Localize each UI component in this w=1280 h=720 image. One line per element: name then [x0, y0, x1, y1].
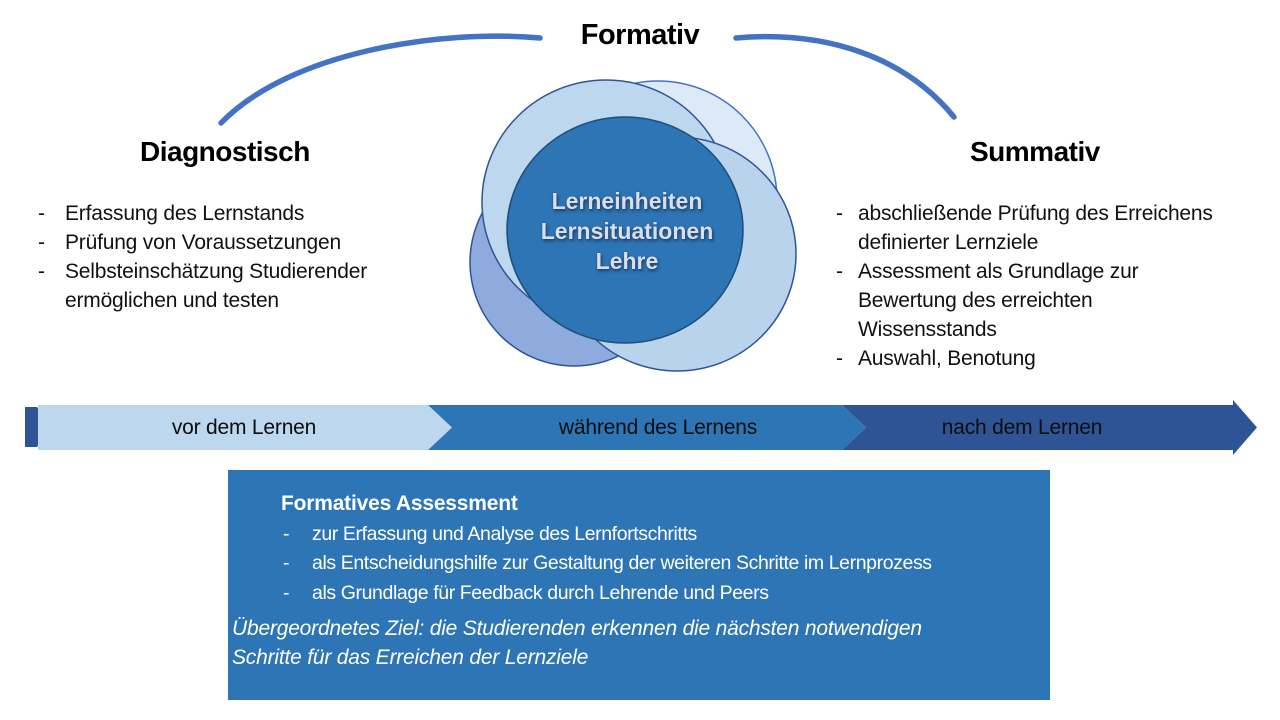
- goal-line: Übergeordnetes Ziel: die Studierenden er…: [232, 617, 922, 640]
- timeline-label-during: während des Lernens: [558, 416, 758, 439]
- bullet-line: zur Erfassung und Analyse des Lernfortsc…: [312, 523, 697, 545]
- list-item: - als Entscheidungshilfe zur Gestaltung …: [283, 549, 932, 578]
- bullet-line: Assessment als Grundlage zur: [858, 260, 1139, 283]
- formative-assessment-box: Formatives Assessment - zur Erfassung un…: [228, 470, 1050, 700]
- box-bullet-list: - zur Erfassung und Analyse des Lernfort…: [283, 520, 932, 608]
- bullet-line: Selbsteinschätzung Studierender: [65, 260, 368, 283]
- bullet-dash: -: [283, 552, 290, 575]
- box-title: Formatives Assessment: [281, 492, 518, 515]
- list-item: - Auswahl, Benotung: [836, 344, 1266, 373]
- list-item: - zur Erfassung und Analyse des Lernfort…: [283, 520, 932, 549]
- timeline-label-before: vor dem Lernen: [171, 416, 317, 439]
- bullet-line: definierter Lernziele: [858, 231, 1039, 254]
- bullet-line: abschließende Prüfung des Erreichens: [858, 202, 1213, 225]
- venn-center-label: Lerneinheiten Lernsituationen Lehre: [497, 186, 757, 276]
- timeline-tail-chevron: [25, 407, 50, 447]
- venn-label-line: Lerneinheiten: [551, 188, 703, 214]
- bullet-line: als Grundlage für Feedback durch Lehrend…: [312, 581, 769, 604]
- bullet-dash: -: [38, 231, 45, 254]
- bullet-dash: -: [836, 202, 843, 225]
- bullet-dash: -: [38, 260, 45, 283]
- list-item: - als Grundlage für Feedback durch Lehre…: [283, 579, 932, 608]
- bullet-dash: -: [38, 202, 45, 225]
- list-item: - Prüfung von Voraussetzungen: [38, 228, 438, 257]
- bullet-line: ermöglichen und testen: [65, 289, 279, 312]
- list-item: - abschließende Prüfung des Erreichens d…: [836, 199, 1266, 257]
- summative-bullet-list: - abschließende Prüfung des Erreichens d…: [836, 199, 1266, 373]
- bullet-line: Erfassung des Lernstands: [65, 202, 305, 225]
- list-item: - Selbsteinschätzung Studierender ermögl…: [38, 257, 438, 315]
- diagnostic-heading: Diagnostisch: [140, 136, 310, 167]
- list-item: - Erfassung des Lernstands: [38, 199, 438, 228]
- bullet-line: Prüfung von Voraussetzungen: [65, 231, 341, 254]
- timeline-label-after: nach dem Lernen: [941, 416, 1103, 439]
- box-goal-text: Übergeordnetes Ziel: die Studierenden er…: [232, 614, 1042, 672]
- bullet-line: Wissensstands: [858, 318, 997, 341]
- bullet-dash: -: [836, 347, 843, 370]
- list-item: - Assessment als Grundlage zur Bewertung…: [836, 257, 1266, 344]
- bullet-line: Auswahl, Benotung: [858, 347, 1036, 370]
- goal-line: Schritte für das Erreichen der Lernziele: [232, 646, 589, 669]
- bullet-line: Bewertung des erreichten: [858, 289, 1093, 312]
- venn-label-line: Lernsituationen: [540, 218, 714, 244]
- bullet-dash: -: [283, 523, 290, 545]
- venn-label-line: Lehre: [595, 248, 659, 274]
- bullet-dash: -: [283, 581, 290, 604]
- diagnostic-bullet-list: - Erfassung des Lernstands - Prüfung von…: [38, 199, 438, 315]
- bullet-dash: -: [836, 260, 843, 283]
- bullet-line: als Entscheidungshilfe zur Gestaltung de…: [312, 552, 932, 575]
- summative-heading: Summativ: [970, 136, 1100, 167]
- slide-title: Formativ: [580, 19, 700, 51]
